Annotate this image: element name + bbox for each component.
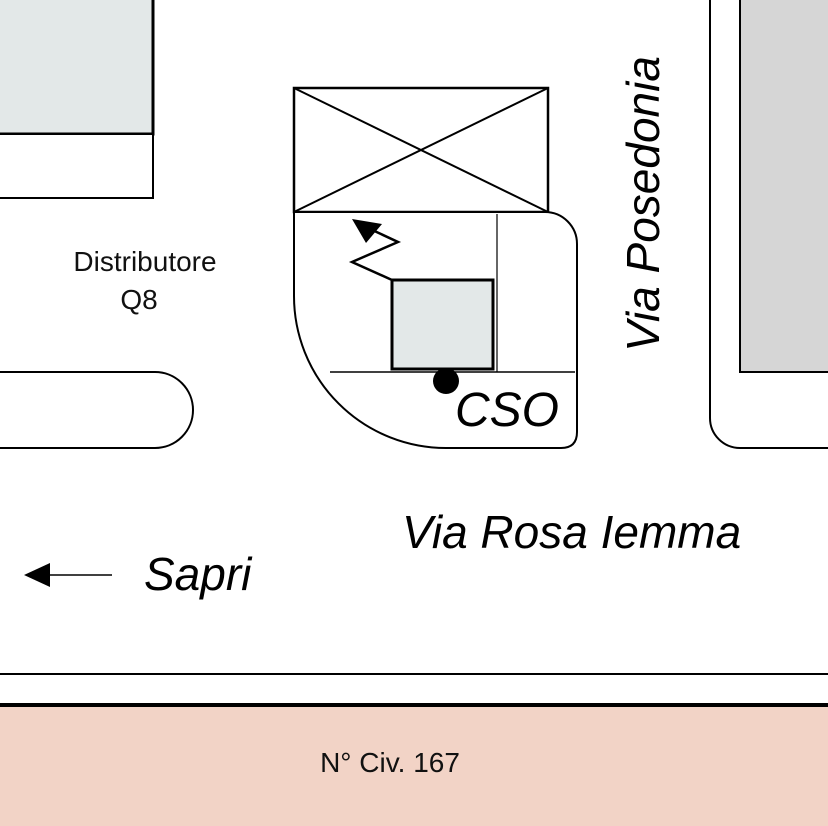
fuel-station-building — [0, 0, 155, 199]
cso-cabinet — [390, 278, 495, 371]
right-building — [709, 0, 828, 449]
direction-label-sapri: Sapri — [144, 548, 253, 600]
street-label-via-posedonia: Via Posedonia — [617, 56, 669, 352]
civic-band — [0, 707, 828, 826]
street-label-via-rosa-iemma: Via Rosa Iemma — [402, 506, 741, 558]
lightning-arrow-icon — [348, 219, 402, 282]
fuel-station-label-line1: Distributore — [73, 246, 216, 277]
crossed-box — [292, 86, 550, 214]
civic-number-label: N° Civ. 167 — [320, 747, 460, 778]
left-arrow-icon — [24, 563, 112, 587]
cso-label: CSO — [455, 384, 559, 437]
fuel-station-label-line2: Q8 — [120, 284, 157, 315]
dot-marker-icon — [433, 368, 459, 394]
left-sidewalk-island — [0, 371, 194, 449]
